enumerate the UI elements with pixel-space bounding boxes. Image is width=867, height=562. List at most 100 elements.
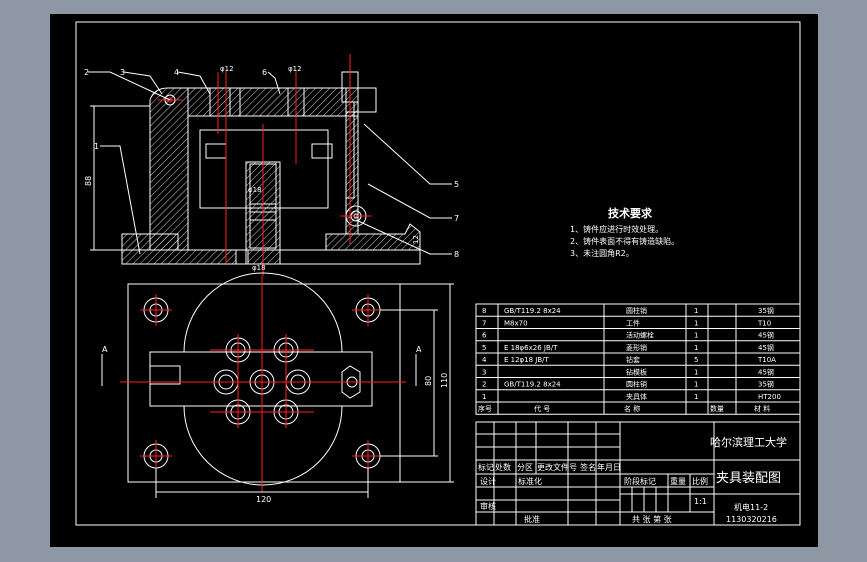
bom-header-name: 名 称 [624,404,640,413]
bom-row-qty: 1 [694,319,698,327]
dim-phi18-inner: φ18 [248,186,262,194]
callout-8: 8 [454,250,459,259]
bom-row-material: T10 [757,319,771,327]
tech-title: 技术要求 [608,206,653,220]
drill-plate [187,87,359,117]
class-code: 机电11-2 [734,502,768,512]
bom-header-no: 序号 [478,404,492,413]
plan-circle [183,272,343,486]
tech-item-3: 3、未注圆角R2。 [570,248,634,258]
bom-row-code: GB/T119.2 8x24 [504,307,561,315]
bom-header-code: 代 号 [534,404,550,413]
plan-view: A A 120 80 110 [101,272,454,504]
tech-requirements: 技术要求 1、铸件应进行时效处理。 2、铸件表面不得有铸造缺陷。 3、未注圆角R… [570,206,679,258]
workpiece-lug-left [205,143,227,159]
section-a-left: A [102,345,108,354]
scale-label: 比例 [692,476,708,486]
dim-12: 12 [412,235,420,244]
bom-row-name: 工件 [626,318,640,327]
dim-120: 120 [256,495,271,504]
bom-row-no: 8 [482,307,486,315]
rev-mark: 标记 [478,462,494,472]
bom-row-material: 35钢 [758,306,774,315]
student-id: 1130320216 [726,515,777,524]
workpiece-lug-right [311,143,333,159]
bom-row-name: 钻套 [626,355,640,364]
bom-row-no: 4 [482,356,487,364]
drawing-frame [75,21,801,526]
assembly-drawing: 2 3 4 6 5 7 8 1 88 φ12 φ12 φ18 φ18 12 [75,21,801,526]
dim-110: 110 [440,373,449,388]
column-left [149,87,189,251]
drawing-name: 夹具装配图 [716,471,781,486]
bom-row-name: 菱形销 [626,343,647,352]
callout-2: 2 [84,68,89,77]
bom-header-qty: 数量 [710,404,724,413]
rev-sign: 签名 [580,462,596,472]
callout-1: 1 [94,142,99,151]
section-a-right: A [416,345,422,354]
approve-label: 批准 [524,514,540,524]
bom-row-no: 7 [482,319,486,327]
dim-phi12-right: φ12 [288,65,302,73]
weight-label: 重量 [670,476,686,486]
rev-zone: 分区 [517,463,533,472]
bom-row-qty: 1 [694,368,698,376]
bom-row-no: 2 [482,381,486,389]
bom-row-material: 45钢 [758,331,774,340]
bom-row-name: 圆柱销 [626,380,647,389]
drawing-canvas: 2 3 4 6 5 7 8 1 88 φ12 φ12 φ18 φ18 12 [50,14,818,547]
title-block: 标记 处数 分区 更改文件号 签名 年月日 设计 标准化 审核 批准 阶段标记 … [475,421,801,526]
tech-item-1: 1、铸件应进行时效处理。 [570,224,663,234]
role-design: 设计 [480,476,496,486]
bracket-top [345,87,377,113]
plan-outline [127,283,401,483]
bom-row-code: GB/T119.2 8x24 [504,381,561,389]
std-label: 标准化 [518,476,542,486]
callout-4: 4 [174,68,179,77]
bom-row-material: HT200 [758,393,781,401]
plan-slot [149,351,373,407]
rev-count: 处数 [495,462,511,472]
bom-row-qty: 1 [694,344,698,352]
bom-header-material: 材 料 [754,404,770,413]
bom-row-no: 1 [482,393,486,401]
callout-7: 7 [454,214,459,223]
bom-row-name: 活动螺栓 [626,331,654,340]
bom-row-qty: 1 [694,332,698,340]
bom-row-name: 夹具体 [626,392,647,401]
bom-row-qty: 1 [694,393,698,401]
dim-88: 88 [84,176,93,186]
stage-label: 阶段标记 [624,476,656,486]
school-name: 哈尔滨理工大学 [710,435,787,449]
sheets-label: 共 张 第 张 [632,514,672,524]
callout-5: 5 [454,180,459,189]
rev-doc: 更改文件号 [537,462,577,472]
bom-row-qty: 1 [694,307,698,315]
front-section-view: 2 3 4 6 5 7 8 1 88 φ12 φ12 φ18 φ18 12 [84,54,459,276]
hex-nut [341,365,361,399]
bom-row-code: E 18φ6x26 JB/T [504,344,558,352]
rev-date: 年月日 [597,462,621,472]
bom-row-qty: 5 [694,356,698,364]
dim-80: 80 [424,376,433,386]
callout-3: 3 [120,68,125,77]
tech-item-2: 2、铸件表面不得有铸造缺陷。 [570,236,679,246]
bom-row-material: 45钢 [758,343,774,352]
callout-6: 6 [262,68,267,77]
scale-value: 1:1 [694,497,707,506]
bom-row-code: M8x70 [504,319,528,327]
bom-row-code: E 12φ18 JB/T [504,356,550,364]
bom-row-name: 圆柱销 [626,306,647,315]
dim-phi12-left: φ12 [220,65,234,73]
role-review: 审核 [480,501,496,511]
bom-row-no: 6 [482,332,487,340]
bom-row-qty: 1 [694,381,698,389]
bom-row-material: 35钢 [758,380,774,389]
bom-row-no: 5 [482,344,486,352]
bushing-left-inner [229,87,241,117]
bom-row-no: 3 [482,368,486,376]
bom-row-name: 钻模板 [626,367,647,376]
bom-row-material: T10A [757,356,776,364]
